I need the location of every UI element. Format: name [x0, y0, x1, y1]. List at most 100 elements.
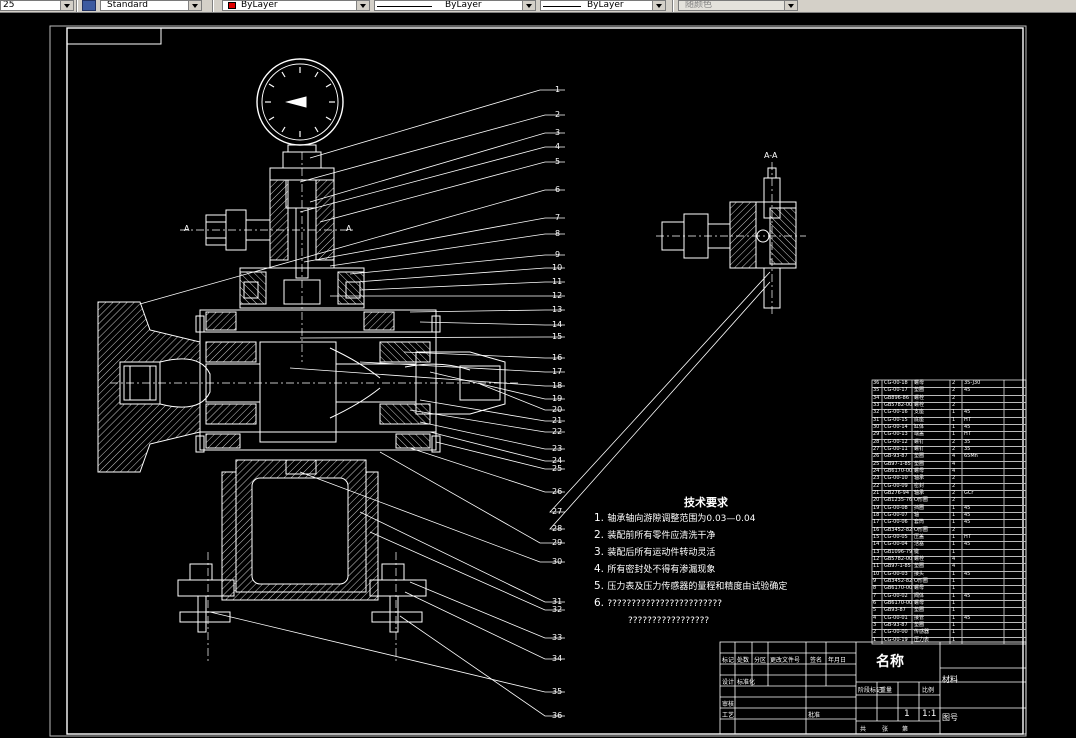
bom-cell-qty: 1	[952, 614, 956, 621]
bom-row-divider	[872, 541, 1026, 543]
bom-cell-mat: 45	[964, 504, 971, 511]
bom-cell-qty: 2	[952, 497, 956, 504]
bom-cell-code: CG-00-16	[884, 409, 908, 416]
text-style-value: Standard	[107, 0, 148, 10]
linetype-combo[interactable]: ByLayer	[374, 0, 536, 11]
balloon-number: 26	[552, 487, 563, 496]
balloon-number: 23	[552, 444, 563, 453]
standardize-label: 标准化	[737, 679, 756, 686]
bom-cell-name: 接管	[914, 614, 925, 621]
bom-cell-no: 11	[873, 563, 880, 570]
tech-requirement-item: 5. 压力表及压力传感器的量程和精度由试验确定	[594, 580, 787, 594]
bom-cell-no: 2	[873, 629, 877, 636]
bom-cell-code: CG-00-07	[884, 512, 908, 518]
bom-row-divider	[872, 629, 1026, 631]
bom-row-divider	[872, 490, 1026, 491]
bom-cell-name: 螺母	[914, 380, 925, 386]
chevron-down-icon[interactable]	[188, 1, 201, 10]
section-mark-left: A	[184, 224, 190, 233]
bom-cell-mat: HT	[964, 431, 971, 438]
balloon-number: 32	[552, 605, 563, 614]
bom-cell-name: 压盖	[914, 534, 925, 540]
balloon-number: 21	[552, 416, 563, 425]
bom-cell-qty: 4	[952, 563, 956, 570]
bom-cell-mat: 35-J30	[964, 380, 981, 386]
bom-cell-code: GB1235-76	[884, 497, 913, 504]
bom-cell-no: 27	[873, 446, 880, 452]
bom-cell-qty: 2	[952, 380, 956, 386]
bom-cell-code: CG-00-08	[884, 504, 908, 511]
bom-cell-code: CG-00-12	[884, 438, 908, 445]
tech-requirement-item: 6. ????????????????????????	[594, 597, 722, 611]
bom-cell-no: 18	[873, 512, 880, 518]
bom-cell-code: GB1096-79	[884, 548, 913, 555]
chevron-down-icon[interactable]	[356, 1, 369, 10]
bom-cell-mat: 45	[964, 424, 971, 430]
flange-assembly	[199, 267, 437, 333]
bom-row-divider	[872, 600, 1026, 601]
bom-cell-mat: HT	[964, 534, 971, 540]
lineweight-combo[interactable]: ByLayer	[540, 0, 666, 11]
bom-cell-no: 25	[873, 460, 880, 467]
bom-row-divider	[872, 570, 1026, 572]
material-label: 材料	[942, 675, 958, 684]
bom-cell-no: 7	[873, 592, 877, 599]
bom-cell-no: 21	[873, 490, 880, 496]
bom-cell-code: CG-00-18	[884, 380, 908, 386]
bom-cell-no: 24	[873, 468, 880, 474]
layer-color-combo[interactable]: ByLayer	[222, 0, 370, 11]
bom-cell-mat: 45	[964, 519, 971, 526]
bom-cell-qty: 1	[952, 512, 956, 518]
bom-cell-name: O形圈	[914, 578, 928, 584]
linetype-value: ByLayer	[445, 0, 482, 10]
bom-row-divider	[872, 578, 1026, 579]
toolbar-separator	[76, 0, 78, 12]
bom-cell-code: CG-00-04	[884, 541, 908, 548]
bom-cell-qty: 1	[952, 409, 956, 416]
layer-color-value: ByLayer	[241, 0, 278, 10]
bom-cell-name: 挡圈	[914, 504, 925, 511]
bom-cell-no: 3	[873, 622, 877, 628]
bom-row-divider	[872, 592, 1026, 594]
text-style-icon[interactable]	[82, 0, 96, 11]
tech-requirement-text: 轴承轴向游隙调整范围为0.03—0.04	[607, 514, 756, 524]
bom-cell-code: CG-00-19	[884, 636, 908, 643]
tech-requirement-text: ?????????????????	[628, 616, 710, 626]
date-label: 年月日	[828, 657, 847, 664]
balloon-number: 3	[555, 128, 561, 137]
bom-cell-mat: 45	[964, 409, 971, 416]
signature-label: 签名	[810, 657, 823, 664]
chevron-down-icon[interactable]	[522, 1, 535, 10]
bom-cell-qty: 1	[952, 607, 956, 614]
bom-row-divider	[872, 504, 1026, 506]
balloon-number: 16	[552, 353, 563, 362]
bom-cell-code: GB276-94	[884, 490, 910, 496]
chevron-down-icon[interactable]	[652, 1, 665, 10]
bom-row-divider	[872, 585, 1026, 587]
bom-cell-qty: 1	[952, 600, 956, 606]
bom-cell-code: CG-00-03	[884, 570, 908, 577]
sheets-label: 共	[860, 726, 867, 733]
scale-combo[interactable]: 25	[0, 0, 74, 11]
bom-cell-mat: HT	[964, 416, 971, 423]
bom-cell-code: GB5782-00	[884, 556, 913, 562]
bom-cell-mat: 35	[964, 438, 971, 445]
bom-cell-qty: 2	[952, 387, 956, 394]
bom-row-divider	[872, 409, 1026, 411]
balloon-number: 28	[552, 524, 563, 533]
bom-row-divider	[872, 563, 1026, 565]
bom-cell-qty: 2	[952, 402, 956, 408]
bom-cell-code: CG-00-00	[884, 629, 908, 636]
bom-cell-qty: 2	[952, 438, 956, 445]
cad-drawing[interactable]	[0, 12, 1076, 738]
weight-label: 重量	[880, 687, 893, 694]
bom-cell-name: 轴承	[914, 490, 925, 496]
tech-requirement-item: 1. 轴承轴向游隙调整范围为0.03—0.04	[594, 512, 755, 526]
text-style-combo[interactable]: Standard	[100, 0, 202, 11]
scale-label: 比例	[922, 687, 935, 694]
balloon-number: 12	[552, 291, 563, 300]
bom-cell-qty: 2	[952, 490, 956, 496]
chevron-down-icon[interactable]	[60, 1, 73, 10]
bom-row-divider	[872, 446, 1026, 447]
